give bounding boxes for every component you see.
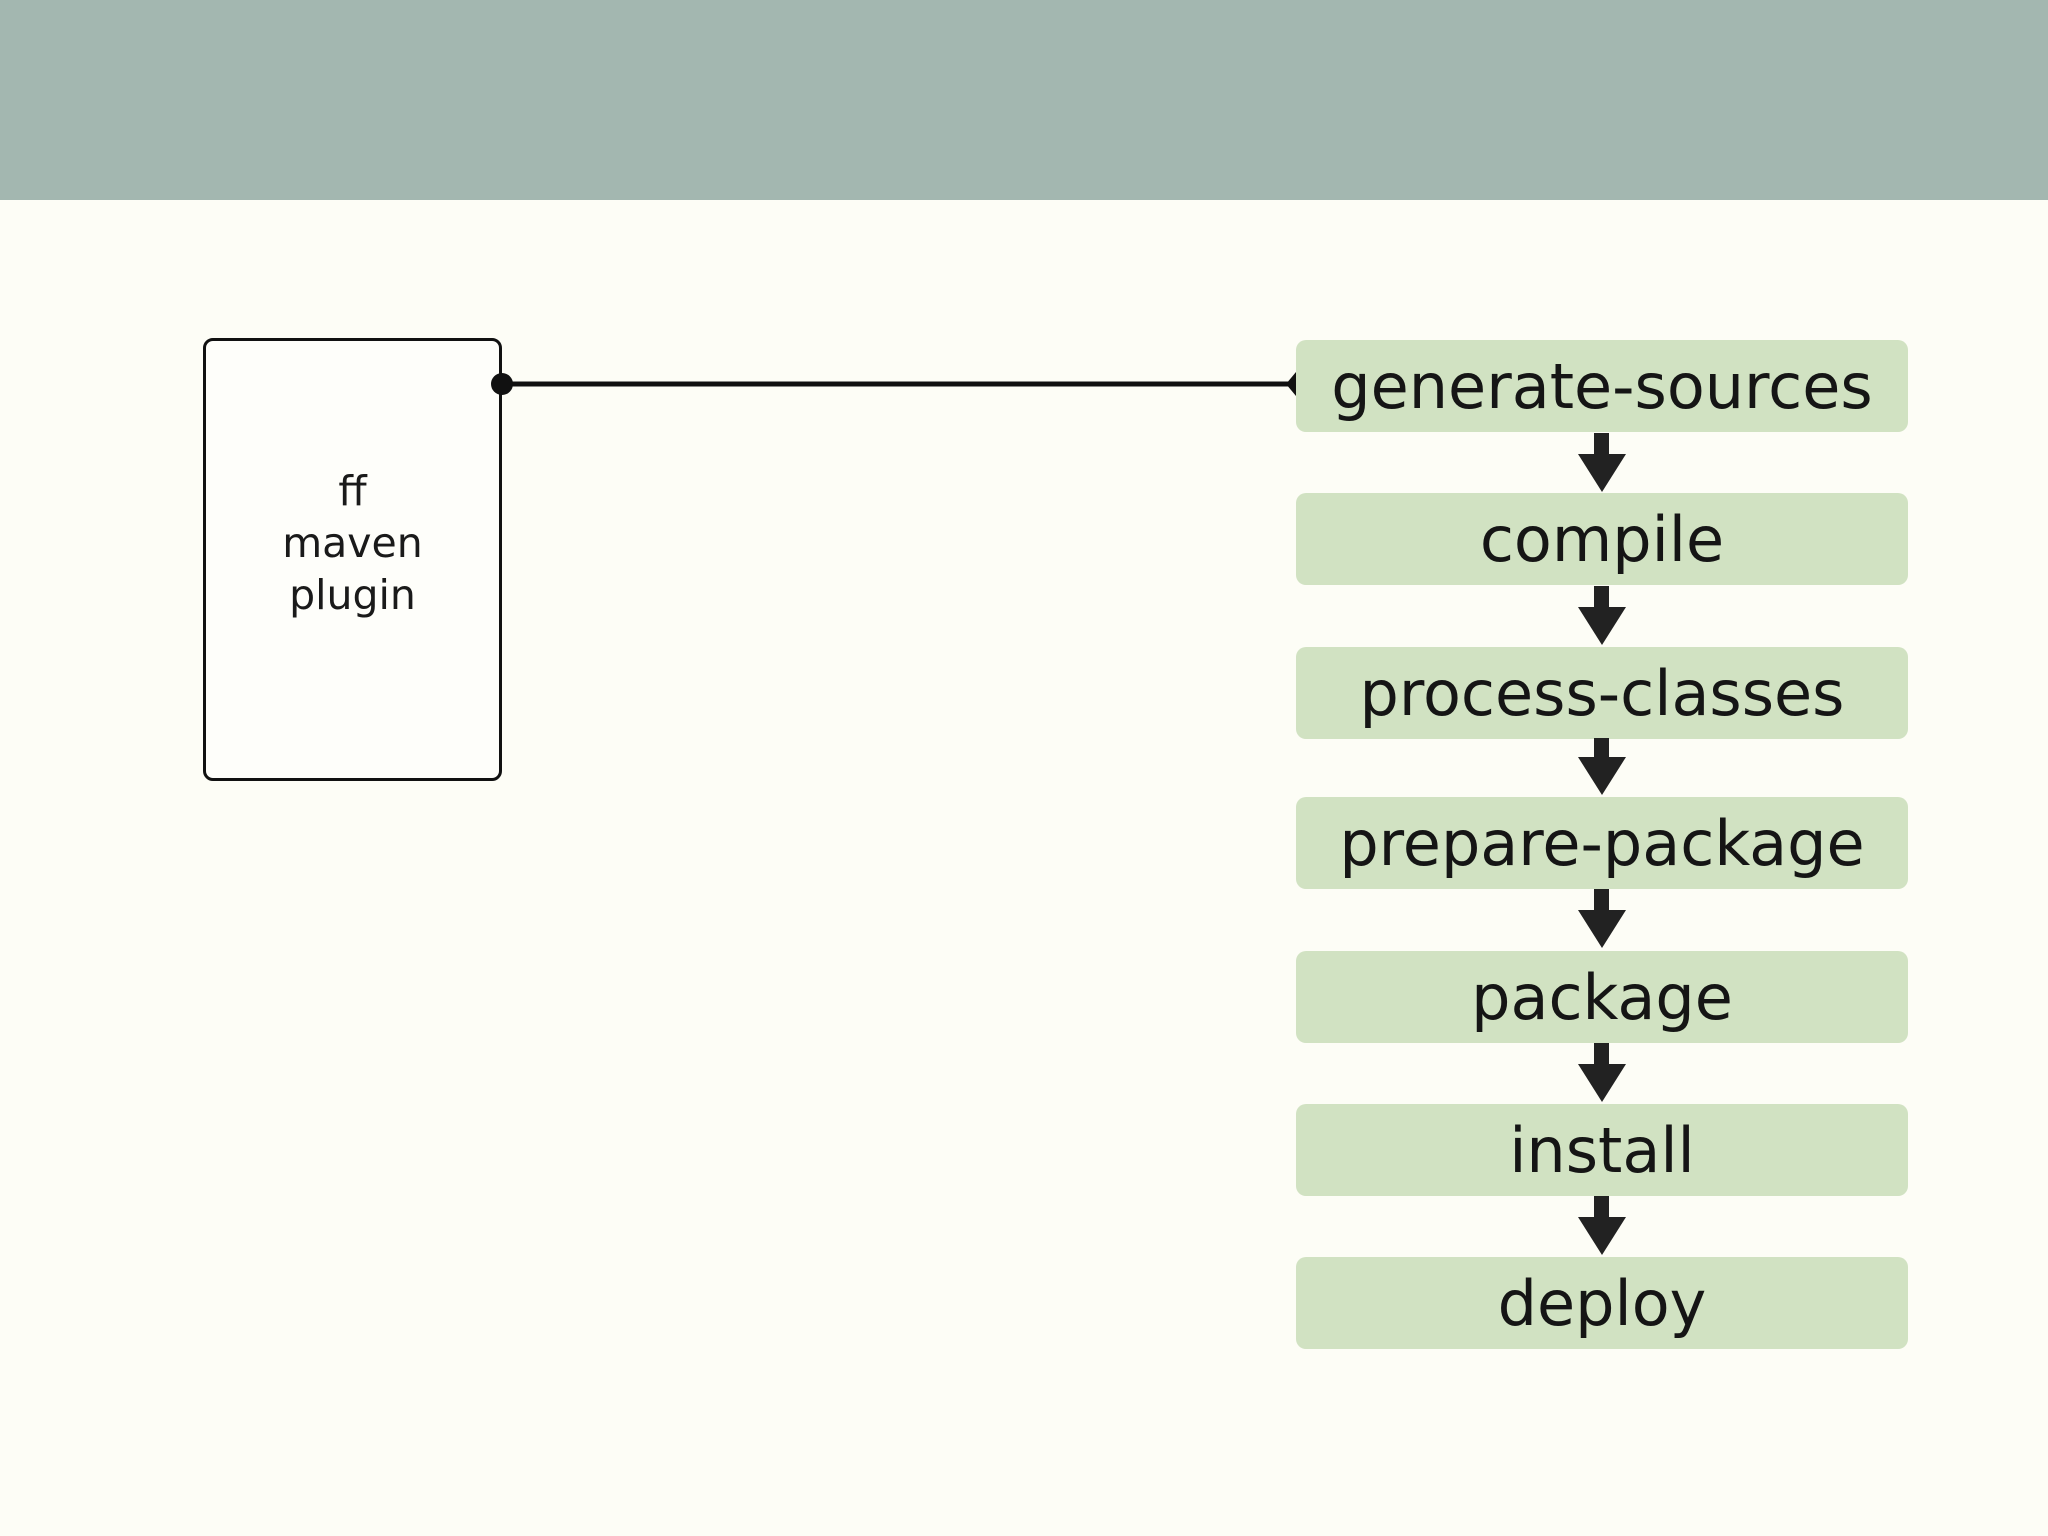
phase-deploy: deploy <box>1296 1257 1908 1349</box>
flow-arrow-1 <box>1578 433 1626 492</box>
header-band <box>0 0 2048 200</box>
phase-generate-sources: generate-sources <box>1296 340 1908 432</box>
phase-package: package <box>1296 951 1908 1043</box>
phase-process-classes: process-classes <box>1296 647 1908 739</box>
phase-compile: compile <box>1296 493 1908 585</box>
phase-prepare-package: prepare-package <box>1296 797 1908 889</box>
plugin-label: ff maven plugin <box>282 466 423 619</box>
flow-arrow-3 <box>1578 738 1626 795</box>
plugin-box: ff maven plugin <box>203 338 502 781</box>
phase-install: install <box>1296 1104 1908 1196</box>
flow-arrow-2 <box>1578 586 1626 645</box>
connector-end-tip <box>1286 372 1296 396</box>
flow-arrow-4 <box>1578 889 1626 948</box>
flow-arrow-6 <box>1578 1196 1626 1255</box>
flow-arrow-5 <box>1578 1043 1626 1102</box>
